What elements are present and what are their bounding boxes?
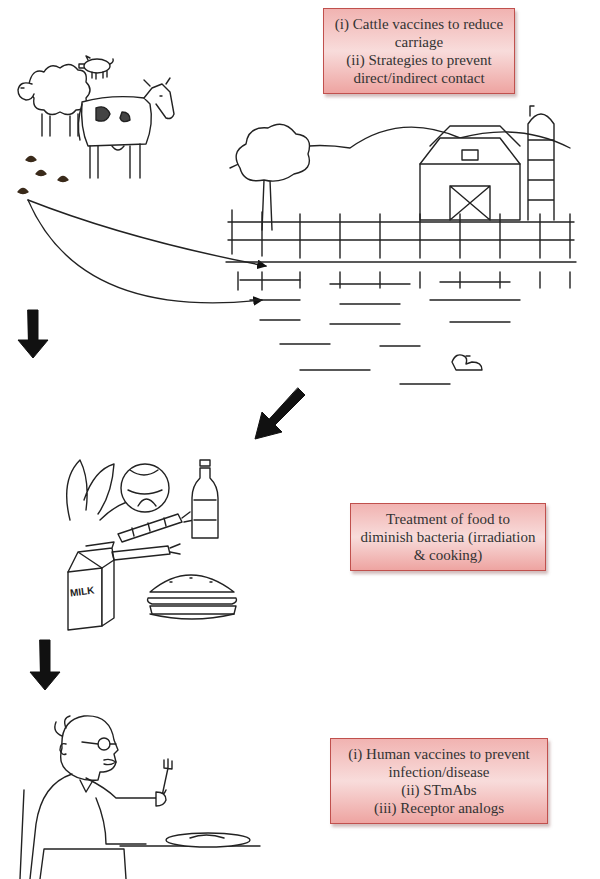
cow-drawing xyxy=(82,97,152,146)
food-drawing xyxy=(68,542,114,572)
man-drawing xyxy=(55,716,70,736)
man-drawing xyxy=(98,738,110,750)
box-text: Treatment of food to diminish bacteria (… xyxy=(359,510,537,564)
man-drawing xyxy=(96,798,146,844)
farm-drawing xyxy=(528,114,554,220)
man-drawing xyxy=(30,774,156,879)
man-drawing xyxy=(61,716,118,780)
man-drawing xyxy=(60,744,66,755)
farm-drawing xyxy=(238,272,570,290)
man-drawing xyxy=(166,833,250,847)
food-drawing xyxy=(150,575,234,592)
flow-arrow xyxy=(255,388,305,439)
food-drawing xyxy=(118,514,182,542)
farm-drawing xyxy=(452,355,482,370)
man-drawing xyxy=(40,849,126,879)
food-drawing xyxy=(128,470,162,506)
sheep-drawing xyxy=(18,64,90,136)
pig-drawing xyxy=(79,56,90,68)
farm-drawing xyxy=(232,210,570,258)
farm-drawing xyxy=(466,355,470,356)
food-drawing xyxy=(150,606,236,614)
food-drawing xyxy=(102,560,114,626)
food-drawing xyxy=(121,464,169,512)
farm-drawing xyxy=(530,106,534,116)
man-drawing xyxy=(156,792,166,806)
sheep-drawing xyxy=(18,83,34,100)
cow-drawing xyxy=(96,107,130,122)
flow-arrow xyxy=(30,640,60,690)
intervention-box: (i) Cattle vaccines to reduce carriage(i… xyxy=(323,8,515,94)
man-drawing xyxy=(82,742,116,744)
food-drawing xyxy=(194,460,216,520)
flow-arrow xyxy=(28,200,266,303)
feces-drawing xyxy=(26,157,36,162)
box-text: (ii) Strategies to prevent direct/indire… xyxy=(332,51,506,87)
food-drawing xyxy=(132,512,194,536)
food-drawing xyxy=(150,614,234,619)
farm-drawing xyxy=(226,106,576,384)
food-drawing xyxy=(67,460,237,630)
sheep-drawing xyxy=(21,87,24,88)
man-drawing xyxy=(190,835,224,838)
illustration-group xyxy=(18,56,576,879)
man-drawing xyxy=(80,780,92,792)
pig-drawing xyxy=(79,56,113,79)
flow-arrow xyxy=(18,310,305,690)
farm-drawing xyxy=(420,150,520,220)
box-text: (i) Cattle vaccines to reduce carriage xyxy=(332,15,506,51)
intervention-box: (i) Human vaccines to prevent infection/… xyxy=(330,738,548,824)
cow-drawing xyxy=(144,84,174,119)
farm-drawing xyxy=(236,124,309,181)
farm-drawing xyxy=(240,280,520,384)
feces-drawing xyxy=(18,157,68,194)
sheep-drawing xyxy=(42,114,78,136)
farm-drawing xyxy=(228,222,574,240)
pig-drawing xyxy=(92,59,113,79)
box-text: (iii) Receptor analogs xyxy=(339,799,539,817)
food-drawing xyxy=(170,578,212,582)
food-drawing xyxy=(112,546,170,560)
feces-drawing xyxy=(36,171,46,176)
man-drawing xyxy=(104,759,116,764)
flow-arrow xyxy=(18,310,48,358)
feces-drawing xyxy=(58,177,68,182)
farm-drawing xyxy=(430,126,520,146)
food-drawing xyxy=(170,544,180,554)
box-text: (ii) STmAbs xyxy=(339,781,539,799)
flow-arrow xyxy=(28,200,266,266)
cow-drawing xyxy=(90,144,140,178)
cow-drawing xyxy=(78,78,174,178)
flow-arrow xyxy=(28,200,262,303)
feces-drawing xyxy=(18,189,28,194)
food-drawing xyxy=(148,598,237,604)
intervention-box: Treatment of food to diminish bacteria (… xyxy=(350,503,546,571)
cow-drawing xyxy=(78,104,82,140)
farm-drawing xyxy=(420,138,520,220)
man-drawing xyxy=(20,790,24,879)
food-drawing xyxy=(192,468,218,538)
food-drawing xyxy=(68,568,102,630)
man-drawing xyxy=(20,716,260,879)
pig-drawing xyxy=(84,59,110,73)
box-text: (i) Human vaccines to prevent infection/… xyxy=(339,745,539,781)
cow-drawing xyxy=(144,78,170,96)
farm-drawing xyxy=(226,261,576,262)
cow-drawing xyxy=(112,146,124,150)
